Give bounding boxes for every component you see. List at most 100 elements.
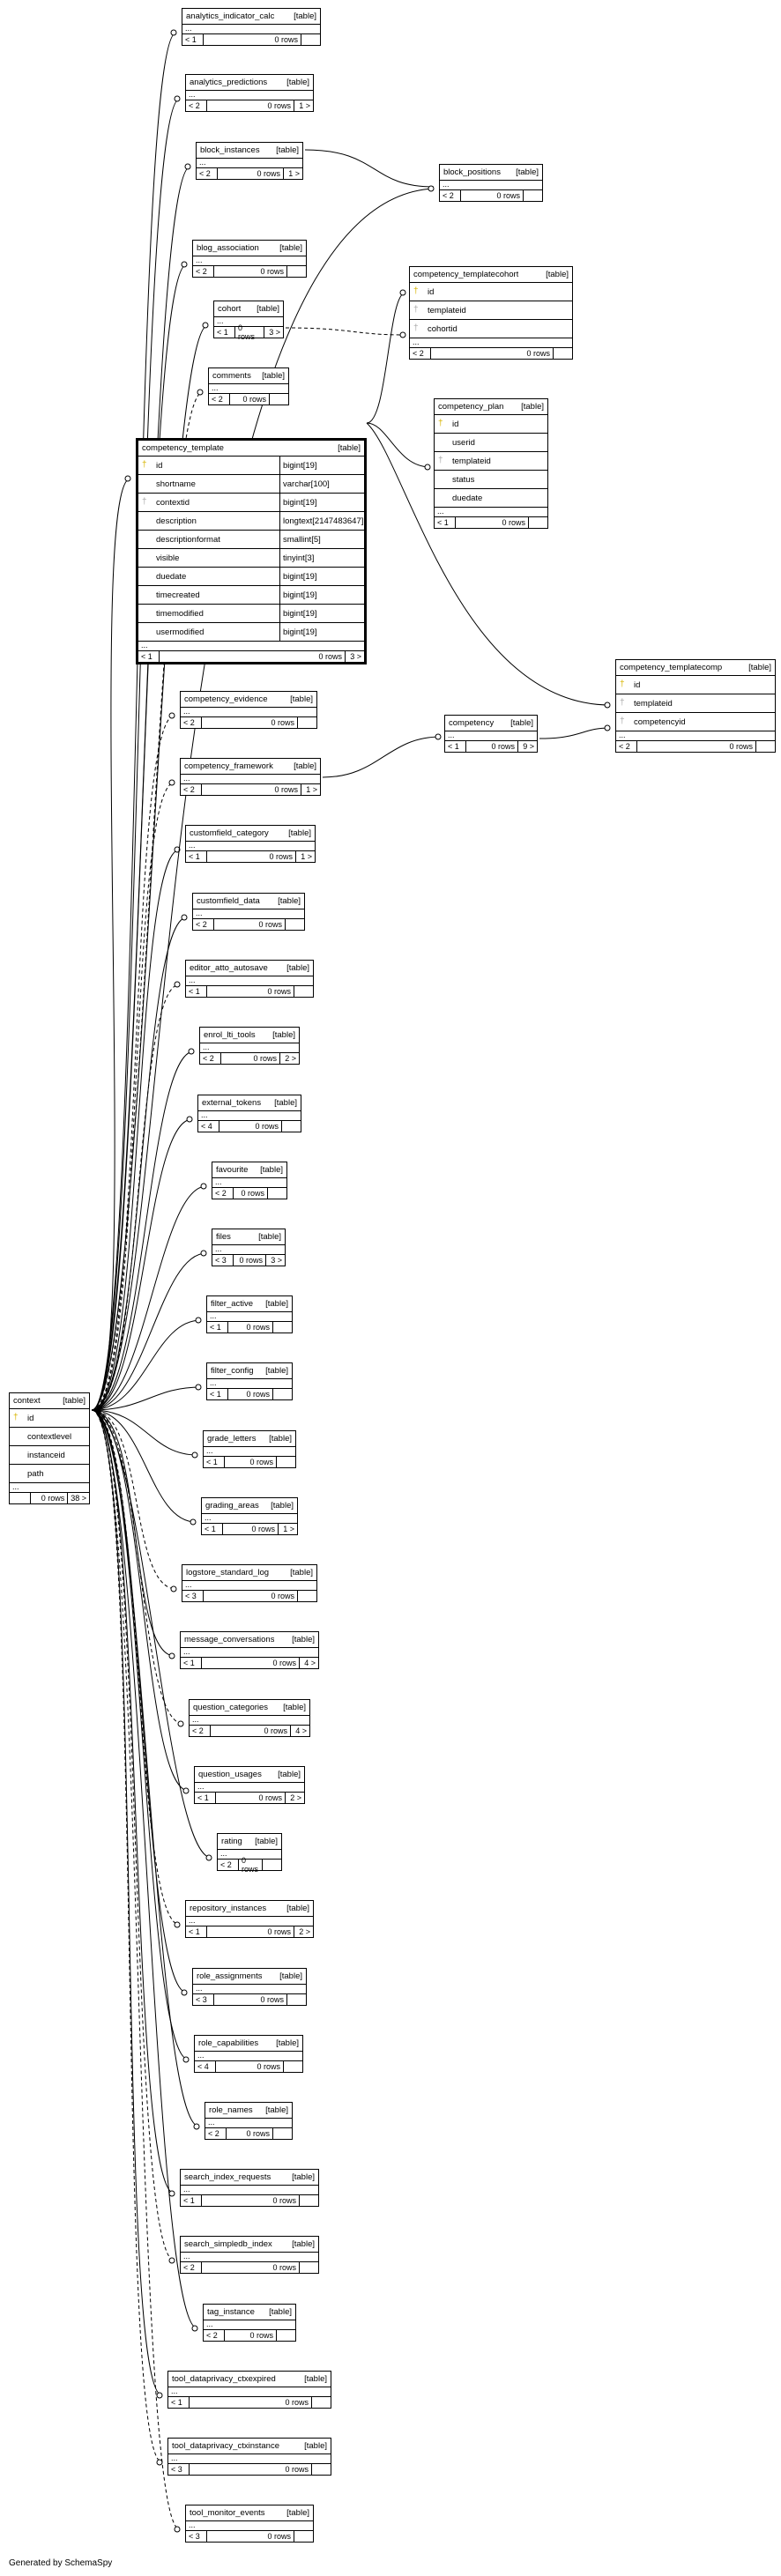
parents-count[interactable]: < 1 — [182, 34, 204, 45]
parents-count[interactable] — [10, 1493, 31, 1503]
children-count[interactable] — [294, 2531, 313, 2542]
parents-count[interactable]: < 2 — [205, 2128, 227, 2139]
column-row[interactable]: path — [10, 1465, 89, 1483]
parents-count[interactable]: < 1 — [445, 741, 466, 752]
children-count[interactable]: 1 > — [301, 784, 320, 795]
children-count[interactable] — [269, 394, 288, 405]
column-row[interactable]: duedate — [435, 489, 547, 508]
children-count[interactable] — [553, 348, 572, 359]
parents-count[interactable]: < 1 — [435, 517, 456, 528]
children-count[interactable] — [262, 1860, 281, 1870]
parents-count[interactable]: < 2 — [181, 2262, 202, 2273]
table-name[interactable]: comments — [212, 371, 251, 381]
column-row[interactable]: id† — [410, 283, 572, 301]
parents-count[interactable]: < 1 — [181, 2195, 202, 2206]
parents-count[interactable]: < 2 — [190, 1726, 211, 1736]
table-name[interactable]: question_categories — [193, 1703, 269, 1712]
children-count[interactable] — [311, 2397, 331, 2408]
children-count[interactable]: 3 > — [264, 327, 283, 338]
column-row[interactable]: instanceid — [10, 1446, 89, 1465]
table-name[interactable]: repository_instances — [190, 1904, 267, 1913]
table-name[interactable]: competency_template — [142, 443, 224, 453]
table-name[interactable]: search_simpledb_index — [184, 2239, 272, 2249]
parents-count[interactable]: < 2 — [212, 1188, 234, 1199]
table-name[interactable]: cohort — [218, 304, 242, 314]
children-count[interactable] — [299, 2262, 318, 2273]
parents-count[interactable]: < 1 — [168, 2397, 190, 2408]
children-count[interactable]: 2 > — [285, 1793, 304, 1803]
column-row[interactable]: id† — [10, 1409, 89, 1428]
table-name[interactable]: competency_templatecohort — [413, 270, 519, 279]
table-name[interactable]: tool_dataprivacy_ctxexpired — [172, 2374, 276, 2384]
table-name[interactable]: tag_instance — [207, 2307, 255, 2317]
table-name[interactable]: rating — [221, 1837, 242, 1846]
table-name[interactable]: favourite — [216, 1165, 249, 1175]
table-name[interactable]: enrol_lti_tools — [204, 1030, 256, 1040]
column-row[interactable]: templateid† — [410, 301, 572, 320]
parents-count[interactable]: < 1 — [214, 327, 235, 338]
column-row[interactable]: userid — [435, 434, 547, 452]
children-count[interactable] — [755, 741, 775, 752]
table-name[interactable]: customfield_category — [190, 828, 269, 838]
column-row[interactable]: contextlevel — [10, 1428, 89, 1446]
children-count[interactable]: 1 > — [294, 100, 313, 111]
children-count[interactable] — [299, 2195, 318, 2206]
parents-count[interactable]: < 1 — [204, 1457, 225, 1467]
children-count[interactable] — [528, 517, 547, 528]
children-count[interactable]: 9 > — [517, 741, 537, 752]
table-name[interactable]: tool_monitor_events — [190, 2508, 265, 2518]
children-count[interactable]: 3 > — [345, 651, 364, 662]
table-name[interactable]: competency_plan — [438, 402, 504, 412]
parents-count[interactable]: < 4 — [198, 1121, 219, 1132]
table-name[interactable]: role_capabilities — [198, 2038, 259, 2048]
children-count[interactable]: 4 > — [290, 1726, 309, 1736]
table-name[interactable]: analytics_indicator_calc — [186, 11, 275, 21]
table-name[interactable]: customfield_data — [197, 896, 260, 906]
table-competency-templatecohort[interactable]: competency_templatecohort[table]id†templ… — [409, 266, 573, 360]
table-name[interactable]: context — [13, 1396, 41, 1406]
column-row[interactable]: status — [435, 471, 547, 489]
children-count[interactable] — [311, 2464, 331, 2475]
parents-count[interactable]: < 2 — [181, 784, 202, 795]
children-count[interactable] — [283, 2061, 302, 2072]
parents-count[interactable]: < 1 — [186, 1926, 207, 1937]
table-name[interactable]: question_usages — [198, 1770, 262, 1779]
children-count[interactable] — [301, 34, 320, 45]
children-count[interactable] — [281, 1121, 301, 1132]
table-tool-dataprivacy-ctxinstance[interactable]: tool_dataprivacy_ctxinstance[table]...< … — [167, 2438, 331, 2476]
table-name[interactable]: filter_config — [211, 1366, 254, 1376]
children-count[interactable]: 3 > — [265, 1255, 285, 1266]
parents-count[interactable]: < 2 — [440, 190, 461, 201]
children-count[interactable] — [523, 190, 542, 201]
table-name[interactable]: competency_templatecomp — [620, 663, 723, 672]
table-tool-dataprivacy-ctxexpired[interactable]: tool_dataprivacy_ctxexpired[table]...< 1… — [167, 2371, 331, 2409]
parents-count[interactable]: < 2 — [200, 1053, 221, 1064]
parents-count[interactable]: < 2 — [204, 2330, 225, 2341]
table-name[interactable]: competency_framework — [184, 761, 273, 771]
parents-count[interactable]: < 1 — [207, 1389, 228, 1399]
